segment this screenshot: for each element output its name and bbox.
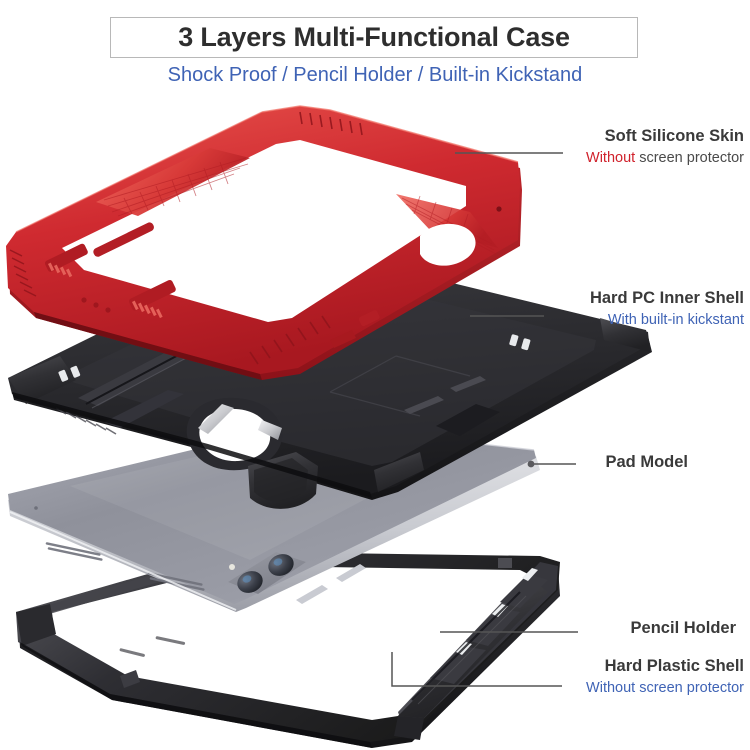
callout-sub-plastic: Without screen protector (586, 679, 744, 696)
callout-title-pc: Hard PC Inner Shell (589, 289, 744, 307)
callout-sub-silicone-rest: screen protector (635, 149, 744, 166)
kickstand-ring (186, 397, 283, 471)
callout-hard-plastic-shell: Hard Plastic Shell Without screen protec… (586, 656, 744, 697)
title-box: 3 Layers Multi-Functional Case (110, 17, 638, 58)
callout-sub-silicone-emphasis: Without (586, 149, 636, 166)
callout-title-pad: Pad Model (605, 453, 688, 471)
layer-hard-plastic-shell (16, 552, 560, 748)
callout-sub-pc: With built-in kickstant (607, 311, 744, 328)
pencil-slot-rail (78, 346, 198, 428)
camera-module (228, 552, 306, 594)
callout-pad-model: Pad Model (605, 452, 688, 473)
callout-hard-pc-inner-shell: Hard PC Inner Shell With built-in kickst… (590, 288, 744, 329)
layer-hard-pc-inner-shell (8, 244, 652, 509)
layer-soft-silicone-skin (6, 105, 522, 380)
callout-pencil-holder: Pencil Holder (631, 618, 736, 639)
callout-title-plastic: Hard Plastic Shell (604, 657, 744, 675)
callout-soft-silicone-skin: Soft Silicone Skin Without screen protec… (586, 126, 744, 167)
callout-sub-silicone: Without screen protector (586, 149, 744, 168)
callout-title-silicone: Soft Silicone Skin (604, 127, 744, 145)
callout-title-pencil: Pencil Holder (630, 619, 736, 637)
page-title: 3 Layers Multi-Functional Case (178, 22, 570, 52)
page-subtitle: Shock Proof / Pencil Holder / Built-in K… (167, 64, 583, 86)
speaker-cutouts (45, 243, 176, 319)
